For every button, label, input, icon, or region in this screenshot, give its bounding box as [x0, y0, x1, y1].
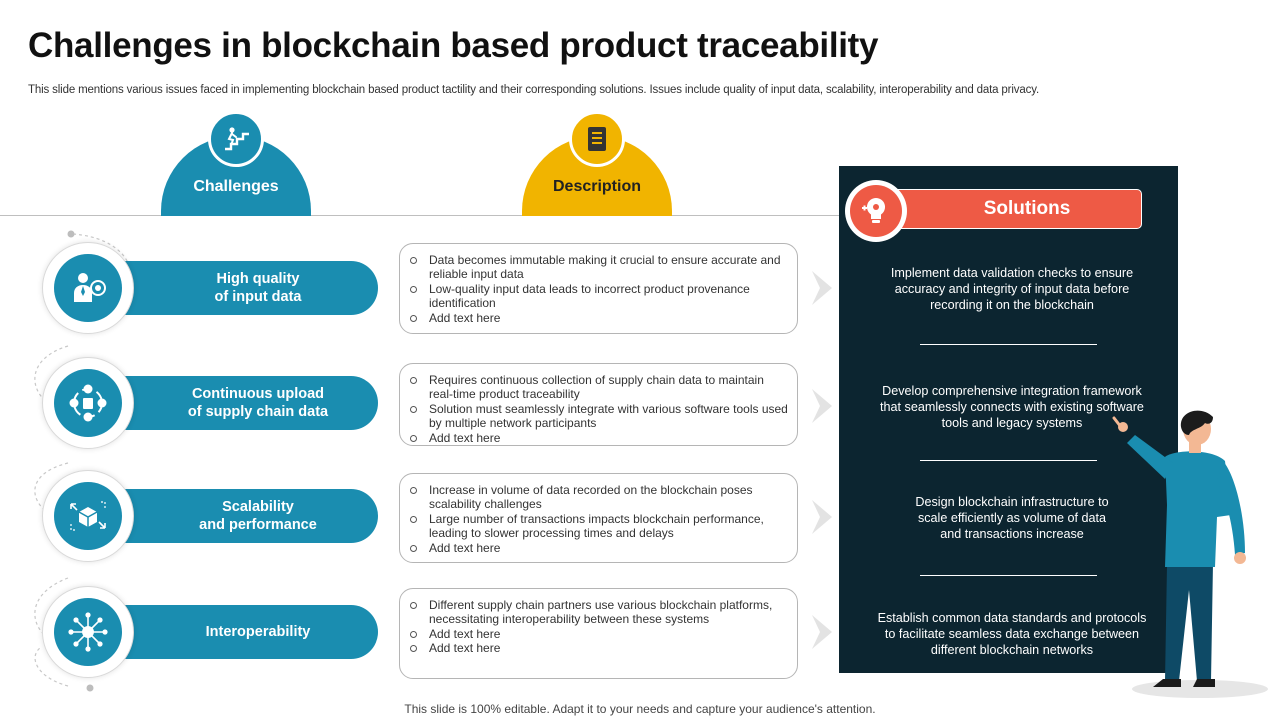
chevron-right-icon	[812, 615, 832, 649]
challenge-label: Scalability and performance	[199, 499, 317, 533]
chevron-right-icon	[812, 271, 832, 305]
solution-divider	[920, 460, 1097, 461]
solution-text-4: Establish common data standards and prot…	[877, 611, 1147, 657]
description-bullet: Requires continuous collection of supply…	[410, 373, 789, 402]
challenge-label: Interoperability	[205, 624, 311, 640]
description-bullet: Add text here	[410, 431, 789, 445]
description-bullet: Add text here	[410, 641, 789, 655]
challenge-icon-circle-4	[42, 586, 134, 678]
challenge-pill-1: High quality of input data	[118, 261, 378, 315]
description-bullet: Solution must seamlessly integrate with …	[410, 402, 789, 431]
challenge-pill-4: Interoperability	[118, 605, 378, 659]
description-bullet: Low-quality input data leads to incorrec…	[410, 282, 789, 311]
stairs-climb-icon	[208, 111, 264, 167]
challenge-icon-circle-3	[42, 470, 134, 562]
solutions-panel	[839, 166, 1178, 673]
challenge-label: Continuous upload of supply chain data	[187, 386, 329, 420]
presenter-illustration	[1112, 410, 1268, 698]
description-bullet: Increase in volume of data recorded on t…	[410, 483, 789, 512]
chevron-right-icon	[812, 389, 832, 423]
network-hub-icon	[68, 612, 108, 652]
cube-expand-icon	[70, 501, 106, 531]
description-header-label: Description	[552, 178, 641, 195]
challenges-header-label: Challenges	[193, 178, 279, 195]
challenge-icon-circle-1	[42, 242, 134, 334]
challenge-pill-2: Continuous upload of supply chain data	[118, 376, 378, 430]
description-box-2: Requires continuous collection of supply…	[399, 363, 798, 446]
supply-chain-cycle-icon	[69, 384, 107, 422]
description-bullet: Large number of transactions impacts blo…	[410, 512, 789, 541]
solution-divider	[920, 344, 1097, 345]
solutions-header-label: Solutions	[983, 198, 1071, 219]
challenge-pill-3: Scalability and performance	[118, 489, 378, 543]
lightbulb-puzzle-icon	[862, 197, 886, 223]
solution-text-1: Implement data validation checks to ensu…	[890, 266, 1134, 312]
solution-text-2: Develop comprehensive integration framew…	[880, 384, 1144, 430]
document-icon	[569, 111, 625, 167]
page-subtitle: This slide mentions various issues faced…	[28, 84, 1040, 96]
description-bullet: Add text here	[410, 541, 789, 555]
description-bullet: Add text here	[410, 311, 789, 325]
chevron-right-icon	[812, 500, 832, 534]
description-bullet: Different supply chain partners use vari…	[410, 598, 789, 627]
solution-divider	[920, 575, 1097, 576]
description-box-4: Different supply chain partners use vari…	[399, 588, 798, 679]
solutions-header: Solutions	[884, 189, 1142, 229]
challenge-icon-circle-2	[42, 357, 134, 449]
divider-line	[0, 215, 840, 216]
description-bullet: Add text here	[410, 627, 789, 641]
footer-note: This slide is 100% editable. Adapt it to…	[404, 702, 876, 716]
page-title: Challenges in blockchain based product t…	[28, 26, 879, 65]
description-box-3: Increase in volume of data recorded on t…	[399, 473, 798, 563]
businessman-target-icon	[74, 273, 106, 302]
challenge-label: High quality of input data	[214, 271, 302, 305]
solutions-icon-circle	[845, 180, 907, 242]
description-box-1: Data becomes immutable making it crucial…	[399, 243, 798, 334]
description-bullet: Data becomes immutable making it crucial…	[410, 253, 789, 282]
solution-text-3: Design blockchain infrastructure to scal…	[915, 495, 1109, 541]
